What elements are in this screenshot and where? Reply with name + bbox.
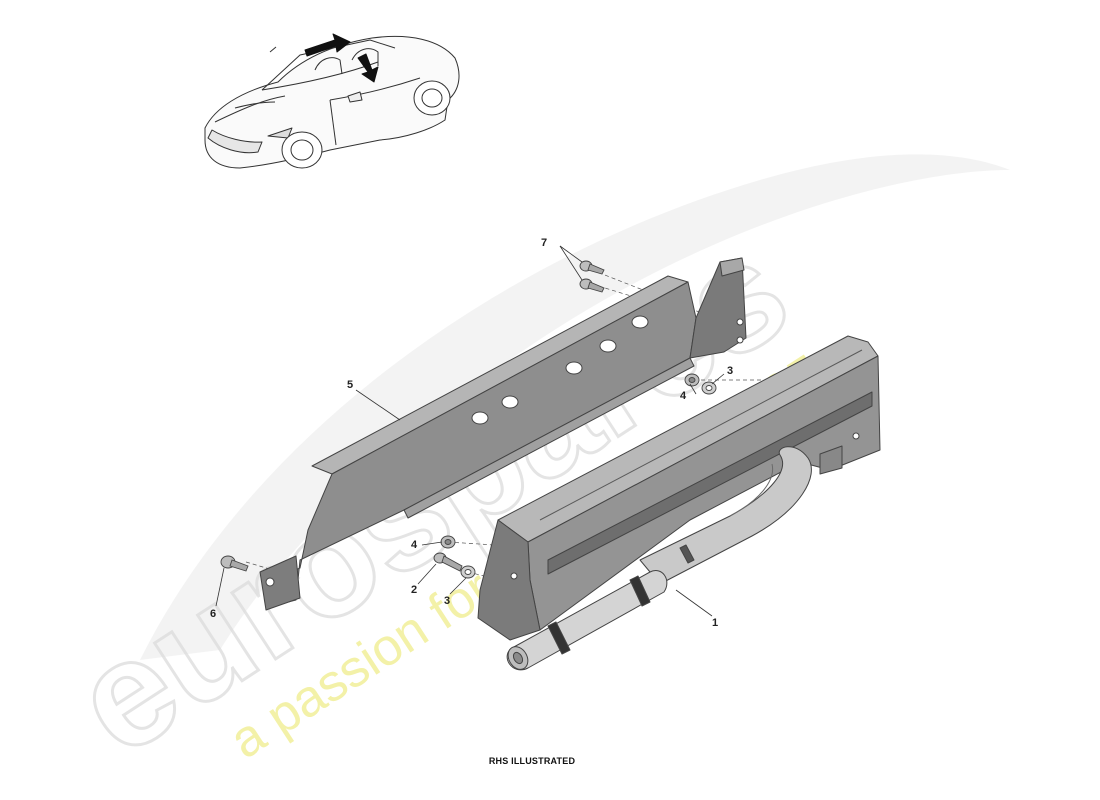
part-7-bolt (579, 278, 605, 293)
watermark-swoosh (140, 154, 1010, 660)
callout-5: 5 (347, 379, 353, 391)
part-2-bolt (433, 552, 463, 572)
leader-lines (215, 245, 725, 617)
part-3-washer-lower (460, 565, 476, 579)
part-4-nut-lower (440, 535, 456, 549)
callout-7: 7 (541, 237, 547, 249)
watermark: eurospares a passion for parts since 198… (44, 154, 1010, 788)
part-7-bolt (579, 260, 605, 275)
location-arrow-icon (357, 53, 379, 83)
location-arrow-icon (304, 33, 351, 57)
callout-4-lower: 4 (411, 539, 418, 551)
part-5-bracket (259, 257, 747, 611)
callout-4-upper: 4 (680, 390, 687, 402)
part-3-washer-upper (701, 381, 717, 395)
part-4-nut-upper (684, 373, 700, 387)
callout-labels: 7 5 4 3 4 2 3 6 1 (210, 237, 733, 629)
callout-3-upper: 3 (727, 365, 733, 377)
fasteners (220, 260, 717, 579)
illustration-caption: RHS ILLUSTRATED (488, 756, 576, 766)
callout-1: 1 (712, 617, 718, 629)
part-1-housing (477, 335, 881, 671)
callout-6: 6 (210, 608, 216, 620)
callout-3-lower: 3 (444, 595, 450, 607)
car-overview-icon (204, 33, 460, 169)
part-6-bolt (220, 555, 249, 572)
callout-2: 2 (411, 584, 417, 596)
